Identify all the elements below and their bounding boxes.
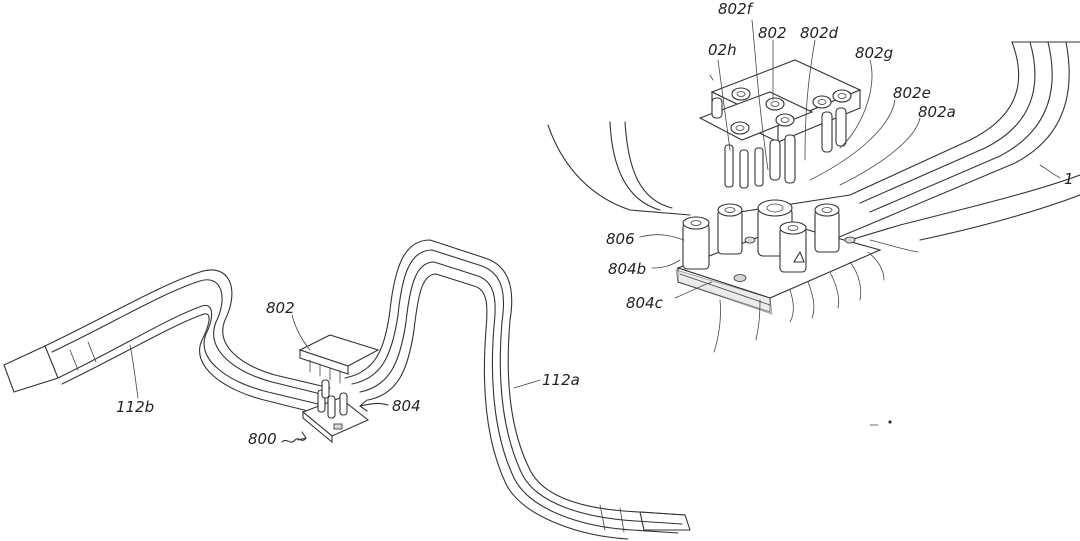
leader-802g [839, 59, 873, 149]
label-804-small: 804 [392, 397, 421, 415]
label-02h: 02h [708, 41, 737, 59]
leader-1 [1039, 164, 1061, 179]
leader-802a [839, 117, 921, 186]
label-804c: 804c [626, 294, 664, 312]
label-1: 1 [1064, 170, 1074, 188]
wavy-arrow-icon [281, 431, 307, 443]
zoomed-detail [547, 19, 1080, 426]
leader-804c [674, 281, 713, 299]
leader-112b [129, 344, 139, 399]
leader-802e [809, 99, 896, 181]
label-806: 806 [606, 230, 635, 248]
post-806 [682, 216, 710, 270]
label-802a: 802a [918, 103, 956, 121]
flex-cable-112b [3, 269, 331, 413]
connector-804-small [301, 379, 370, 444]
flex-cable-112a [344, 239, 691, 540]
leader-802f [751, 19, 769, 171]
label-802f: 802f [718, 0, 755, 18]
label-802-small: 802 [266, 299, 295, 317]
leader-02h [717, 59, 731, 151]
label-804b: 804b [608, 260, 646, 278]
leader-112a [513, 379, 541, 389]
leader-804b [651, 259, 681, 269]
leader-cut-right [869, 239, 919, 253]
leader-802d [804, 39, 816, 161]
label-802g: 802g [855, 44, 893, 62]
label-112a: 112a [542, 371, 580, 389]
label-802e: 802e [893, 84, 931, 102]
arrow-icon [359, 399, 389, 412]
connector-802-small [298, 334, 380, 384]
label-802d: 802d [800, 24, 839, 42]
leader-802-small [291, 314, 311, 351]
label-112b: 112b [116, 398, 154, 416]
label-802-zoom: 802 [758, 24, 787, 42]
leader-806 [639, 234, 685, 241]
label-800: 800 [248, 430, 277, 448]
